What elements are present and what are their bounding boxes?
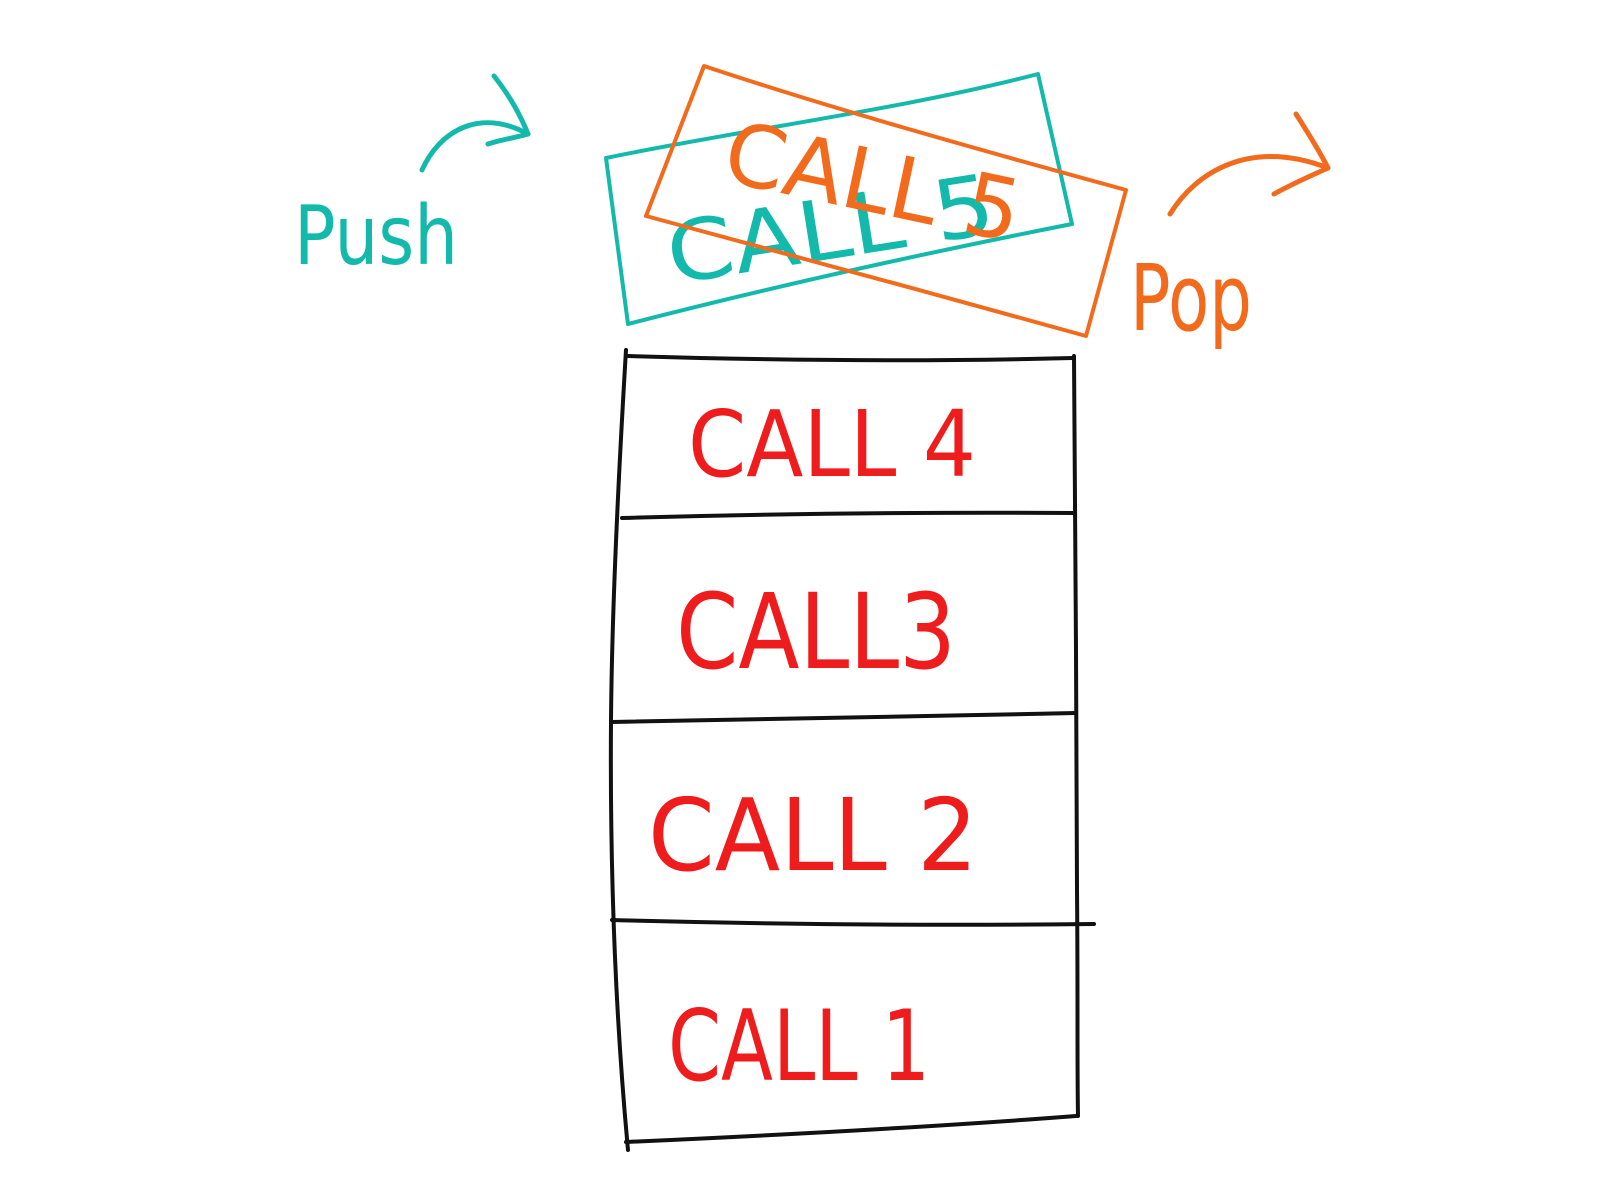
stack-divider-3 <box>610 918 1096 927</box>
stack <box>608 348 1096 1152</box>
pop-arrow-icon <box>1167 154 1331 217</box>
push-frame-box <box>604 72 1074 326</box>
push-label: Push <box>294 189 458 284</box>
push-arrow-icon <box>419 120 531 173</box>
stack-divider-1 <box>620 510 1076 520</box>
frame-label-call-4: CALL 4 <box>688 391 976 498</box>
frame-label-call-1: CALL 1 <box>668 990 930 1104</box>
stack-frames: CALL 4 CALL3 CALL 2 CALL 1 <box>648 391 978 1104</box>
frame-label-call-2: CALL 2 <box>648 777 978 894</box>
stack-divider-2 <box>610 711 1078 724</box>
stack-top-line <box>626 354 1075 363</box>
pop-frame-box <box>644 64 1128 338</box>
push-arrowhead-icon <box>485 73 531 147</box>
frame-label-call-3: CALL3 <box>676 571 956 693</box>
stack-bottom-line <box>624 1114 1078 1144</box>
pop-arrowhead-icon <box>1271 111 1331 197</box>
pop-label: Pop <box>1130 245 1252 352</box>
stack-left-wall <box>608 348 630 1152</box>
stack-right-wall <box>1072 354 1080 1118</box>
